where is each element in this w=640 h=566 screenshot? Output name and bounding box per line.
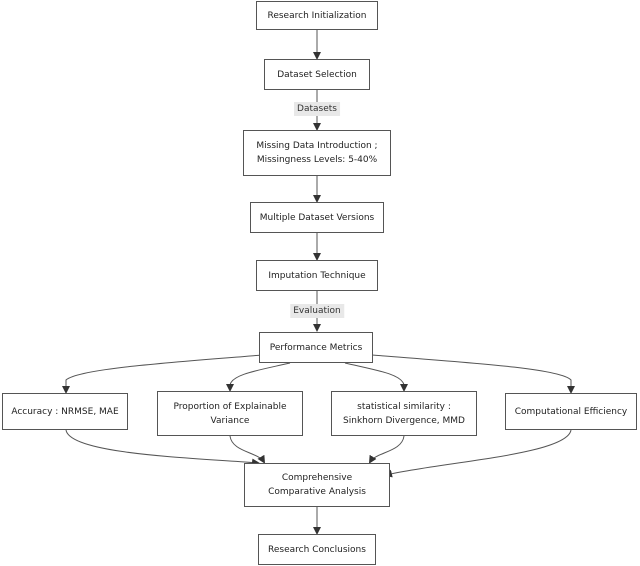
node-text-line1: Missing Data Introduction ; [256, 141, 378, 151]
edge-variance-to-analysis [229, 435, 266, 464]
node-statistical-similarity: statistical similarity : Sinkhorn Diverg… [331, 391, 477, 436]
node-text: Computational Efficiency [514, 406, 628, 417]
edge-metrics-to-variance [226, 362, 291, 392]
node-research-conclusions: Research Conclusions [258, 534, 376, 565]
node-missing-data-introduction: Missing Data Introduction ; Missingness … [243, 130, 391, 176]
node-dataset-selection: Dataset Selection [264, 59, 370, 90]
edge-metrics-to-accuracy [62, 354, 263, 394]
node-comparative-analysis: Comprehensive Comparative Analysis [244, 463, 390, 507]
node-text-line2: Comparative Analysis [268, 487, 366, 497]
node-text: Imputation Technique [268, 270, 366, 281]
edge-efficiency-to-analysis [384, 429, 572, 478]
node-text: Research Conclusions [268, 544, 366, 555]
node-text: Performance Metrics [269, 342, 363, 353]
edge-metrics-to-similarity [344, 362, 408, 392]
edge-accuracy-to-analysis [65, 429, 260, 467]
node-accuracy: Accuracy : NRMSE, MAE [2, 393, 128, 430]
node-text: Research Initialization [267, 10, 367, 21]
edge-metrics-to-efficiency [371, 354, 575, 394]
node-text: Accuracy : NRMSE, MAE [11, 406, 119, 417]
node-multiple-dataset-versions: Multiple Dataset Versions [250, 202, 384, 233]
node-computational-efficiency: Computational Efficiency [505, 393, 637, 430]
node-imputation-technique: Imputation Technique [256, 260, 378, 291]
node-text: Multiple Dataset Versions [259, 212, 375, 223]
node-text-line2: Missingness Levels: 5-40% [256, 155, 378, 165]
node-text: Dataset Selection [277, 69, 357, 80]
edge-label-evaluation: Evaluation [290, 304, 344, 318]
node-text-line1: Comprehensive [281, 473, 353, 483]
node-text-line1: statistical similarity : [357, 401, 451, 412]
edge-label-datasets: Datasets [294, 102, 340, 116]
node-text-line2: Variance [210, 415, 250, 426]
edge-similarity-to-analysis [368, 435, 405, 464]
node-text-line1: Proportion of Explainable [173, 401, 287, 412]
node-explainable-variance: Proportion of Explainable Variance [157, 391, 303, 436]
node-research-initialization: Research Initialization [256, 1, 378, 30]
node-text-line2: Sinkhorn Divergence, MMD [343, 415, 465, 426]
node-performance-metrics: Performance Metrics [259, 332, 373, 363]
